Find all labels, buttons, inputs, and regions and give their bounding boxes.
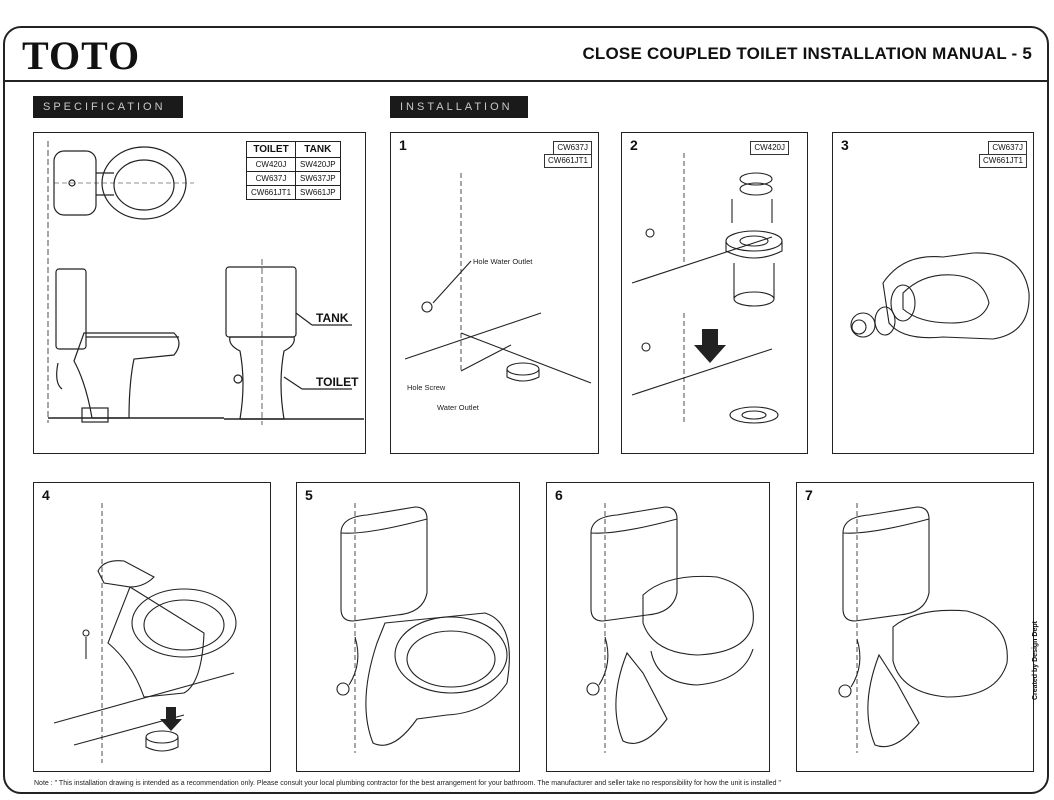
- step-4-panel: 4: [33, 482, 271, 772]
- spec-cell: SW637JP: [295, 171, 341, 186]
- table-row: CW661JT1 SW661JP: [245, 185, 341, 200]
- step-number: 5: [305, 487, 313, 503]
- document-title: CLOSE COUPLED TOILET INSTALLATION MANUAL…: [582, 44, 1032, 63]
- step-5-drawing: [336, 503, 510, 753]
- brand-logo: TOTO: [22, 33, 141, 78]
- spec-cell: CW420J: [245, 157, 297, 172]
- specification-drawing: [47, 141, 364, 425]
- specification-section-label: SPECIFICATION: [33, 96, 183, 118]
- installation-section-label: INSTALLATION: [390, 96, 528, 118]
- step-number: 6: [555, 487, 563, 503]
- model-tag: CW420J: [750, 141, 789, 155]
- design-credit: Created by Design Dept: [1032, 621, 1039, 700]
- step-1-panel: 1 CW637J CW661JT1 Hole Water Outlet Hole…: [390, 132, 599, 454]
- page-frame: [3, 26, 1049, 794]
- table-row: CW420J SW420JP: [245, 157, 341, 172]
- step-3-drawing: [850, 252, 1030, 340]
- step-4-drawing: [53, 503, 237, 763]
- spec-header-tank: TANK: [295, 141, 341, 158]
- spec-header-toilet: TOILET: [245, 141, 297, 158]
- step-7-drawing: [838, 503, 1008, 753]
- model-tag: CW661JT1: [543, 154, 592, 168]
- step-3-panel: 3 CW637J CW661JT1: [832, 132, 1034, 454]
- toilet-callout: TOILET: [316, 375, 359, 389]
- step-2-panel: 2 CW420J: [621, 132, 808, 454]
- spec-cell: SW661JP: [295, 185, 341, 200]
- tank-callout: TANK: [316, 311, 349, 325]
- disclaimer-note: Note : " This installation drawing is in…: [34, 780, 781, 787]
- step-number: 3: [841, 137, 849, 153]
- table-row: CW637J SW637JP: [245, 171, 341, 186]
- specification-panel: TOILET TANK CW420J SW420JP CW637J SW637J…: [33, 132, 366, 454]
- step-number: 1: [399, 137, 407, 153]
- step-number: 7: [805, 487, 813, 503]
- spec-cell: CW637J: [245, 171, 297, 186]
- hole-screw-label: Hole Screw: [407, 383, 446, 392]
- header-divider: [3, 80, 1049, 82]
- step-6-drawing: [586, 503, 754, 753]
- step-7-panel: 7: [796, 482, 1034, 772]
- spec-cell: CW661JT1: [245, 185, 297, 200]
- water-outlet-label: Water Outlet: [437, 403, 479, 412]
- model-spec-table: TOILET TANK CW420J SW420JP CW637J SW637J…: [245, 141, 341, 200]
- step-number: 4: [42, 487, 50, 503]
- step-6-panel: 6: [546, 482, 770, 772]
- step-number: 2: [630, 137, 638, 153]
- model-tag: CW661JT1: [978, 154, 1027, 168]
- step-1-drawing: [404, 173, 592, 384]
- step-5-panel: 5: [296, 482, 520, 772]
- hole-water-outlet-label: Hole Water Outlet: [473, 257, 533, 266]
- spec-cell: SW420JP: [295, 157, 341, 172]
- step-2-drawing: [631, 153, 783, 424]
